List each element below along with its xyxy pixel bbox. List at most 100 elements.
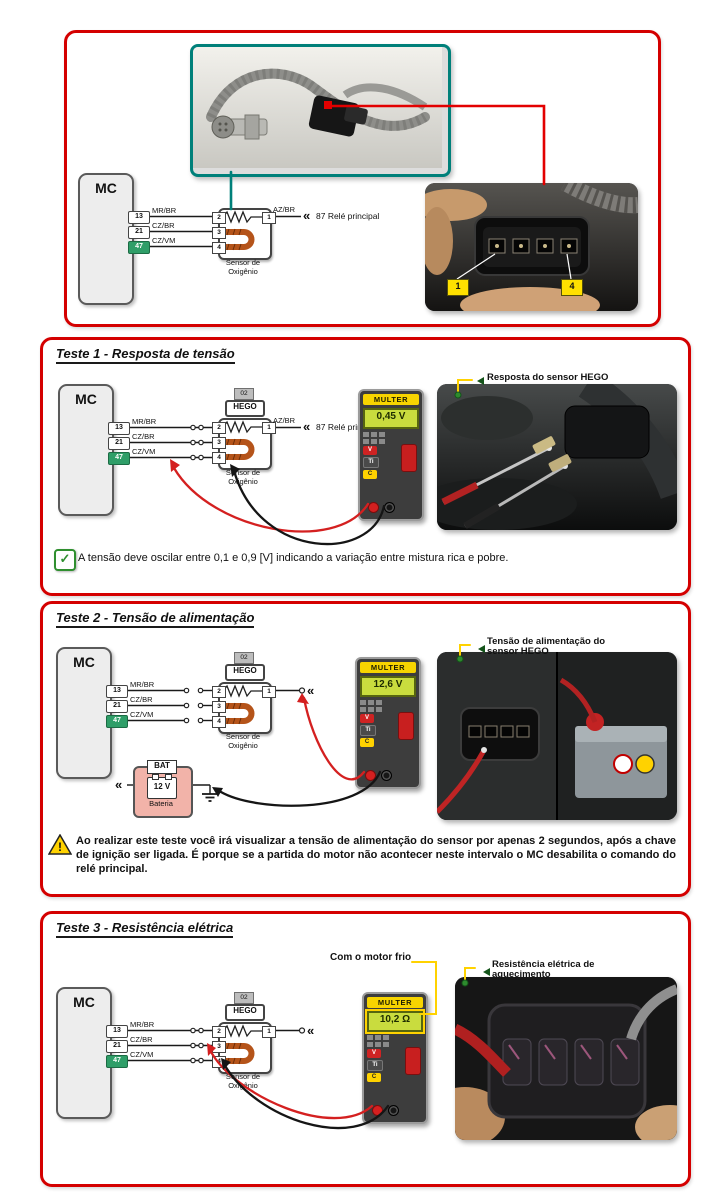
hego-box: HEGO [225, 664, 265, 681]
meter-display: 10,2 Ω [365, 1009, 425, 1034]
mc-pin-21: 21 [106, 700, 128, 713]
sensor-pin-3: 3 [212, 701, 226, 713]
multimeter: MULTER 10,2 Ω V Ti C [362, 992, 428, 1124]
sensor-pin-4: 4 [212, 716, 226, 728]
battery-photo [559, 677, 667, 798]
engine-probe-photo [437, 384, 677, 530]
resistance-test-photo [455, 977, 677, 1140]
sensor-caption: Sensor de [225, 732, 261, 741]
sensor-pin-3: 3 [212, 1041, 226, 1053]
wire-label: CZ/BR [132, 432, 155, 441]
meter-controls: V Ti C [363, 432, 419, 488]
wire-label: MR/BR [152, 206, 177, 215]
meter-selector-buttons [360, 700, 386, 712]
sensor-pin-1: 1 [262, 212, 276, 224]
sensor-caption: Sensor de [225, 258, 261, 267]
sensor-pin-4: 4 [212, 452, 226, 464]
sensor-pin-2: 2 [212, 686, 226, 698]
connector-housing [474, 216, 590, 276]
battery-icon: 12 V [147, 774, 177, 799]
sensor-body [211, 114, 268, 140]
meter-brand: MULTER [367, 997, 423, 1008]
mc-label: MC [73, 994, 95, 1010]
meter-button-v: V [360, 714, 374, 723]
warning-icon: ! [48, 834, 72, 855]
wire-label: MR/BR [130, 680, 155, 689]
meter-display: 12,6 V [360, 676, 416, 697]
connector-macro [487, 1003, 647, 1119]
meter-function-buttons: V Ti C [363, 446, 379, 479]
sensor-caption: Oxigênio [228, 741, 258, 750]
sensor-pin-4: 4 [212, 242, 226, 254]
mc-label: MC [95, 180, 117, 196]
mc-pin-21: 21 [128, 226, 150, 239]
battery-caption: Bateria [149, 799, 173, 808]
external-connection-icon: « [115, 777, 123, 792]
sensor-pin-1: 1 [262, 686, 276, 698]
relay-label: 87 Relé principal [316, 422, 380, 432]
mc-module: MC [56, 987, 112, 1119]
mc-pin-47: 47 [106, 1055, 128, 1068]
meter-function-buttons: V Ti C [360, 714, 376, 747]
meter-button-c: C [360, 738, 374, 747]
test1-note: A tensão deve oscilar entre 0,1 e 0,9 [V… [78, 552, 509, 564]
output-wire-label: AZ/BR [273, 205, 296, 214]
sensor-pin-4: 4 [212, 1056, 226, 1068]
sensor-symbol-internals [222, 1024, 262, 1065]
check-icon: ✓ [54, 549, 76, 571]
external-connection-icon: « [303, 208, 311, 223]
meter-button-ti: Ti [367, 1060, 383, 1071]
mc-pin-21: 21 [106, 1040, 128, 1053]
meter-button-v: V [363, 446, 377, 455]
mc-pin-47: 47 [108, 452, 130, 465]
sensor-caption: Oxigênio [228, 477, 258, 486]
mc-pin-13: 13 [128, 211, 150, 224]
test3-title: Teste 3 - Resistência elétrica [56, 920, 234, 938]
svg-text:!: ! [58, 840, 62, 854]
mc-module: MC [56, 647, 112, 779]
meter-controls: V Ti C [360, 700, 416, 756]
wire-label: MR/BR [130, 1020, 155, 1029]
wire-label: CZ/BR [152, 221, 175, 230]
mc-pin-21: 21 [108, 437, 130, 450]
meter-button-v: V [367, 1049, 381, 1058]
connector-junction-circles [183, 424, 306, 1064]
external-connection-icon: « [307, 1023, 315, 1038]
meter-display: 0,45 V [363, 408, 419, 429]
resistor-zigzag [222, 210, 262, 224]
battery-tag: BAT [147, 760, 177, 774]
wire-label: CZ/VM [152, 236, 176, 245]
sensor-symbol-internals [222, 684, 262, 725]
test3-condition-label: Com o motor frio [330, 952, 412, 963]
sensor-pin-2: 2 [212, 212, 226, 224]
test2-title: Teste 2 - Tensão de alimentação [56, 610, 255, 628]
mc-pin-13: 13 [106, 685, 128, 698]
mc-pin-13: 13 [106, 1025, 128, 1038]
test2-note: Ao realizar este teste você irá visualiz… [76, 835, 676, 875]
test1-title: Teste 1 - Resposta de tensão [56, 346, 235, 364]
relay-label: 87 Relé principal [316, 211, 380, 221]
meter-controls: V Ti C [367, 1035, 423, 1091]
gray-wire [626, 984, 677, 1041]
sensor-pin-1: 1 [262, 422, 276, 434]
resistance-test-photo-scene [455, 977, 677, 1140]
oxygen-sensor-photo-frame [190, 44, 451, 177]
sensor-caption: Oxigênio [228, 267, 258, 276]
test3-callout-line1: Resistência elétrica de [492, 959, 595, 970]
hego-tag: 02 [234, 652, 254, 664]
meter-red-jack [368, 502, 379, 513]
hand [425, 189, 600, 311]
test1-callout: Resposta do sensor HEGO [487, 372, 609, 383]
external-connection-icon: « [307, 683, 315, 698]
meter-brand: MULTER [363, 394, 419, 405]
supply-test-photo [437, 652, 677, 820]
mc-label: MC [75, 391, 97, 407]
meter-red-jack [365, 770, 376, 781]
test2-callout-line2: sensor HEGO [487, 646, 549, 657]
connector-with-probe [437, 707, 540, 814]
braided-cable [561, 183, 638, 214]
wire-label: CZ/VM [132, 447, 156, 456]
external-connection-icon: « [303, 419, 311, 434]
hego-tag: 02 [234, 388, 254, 400]
